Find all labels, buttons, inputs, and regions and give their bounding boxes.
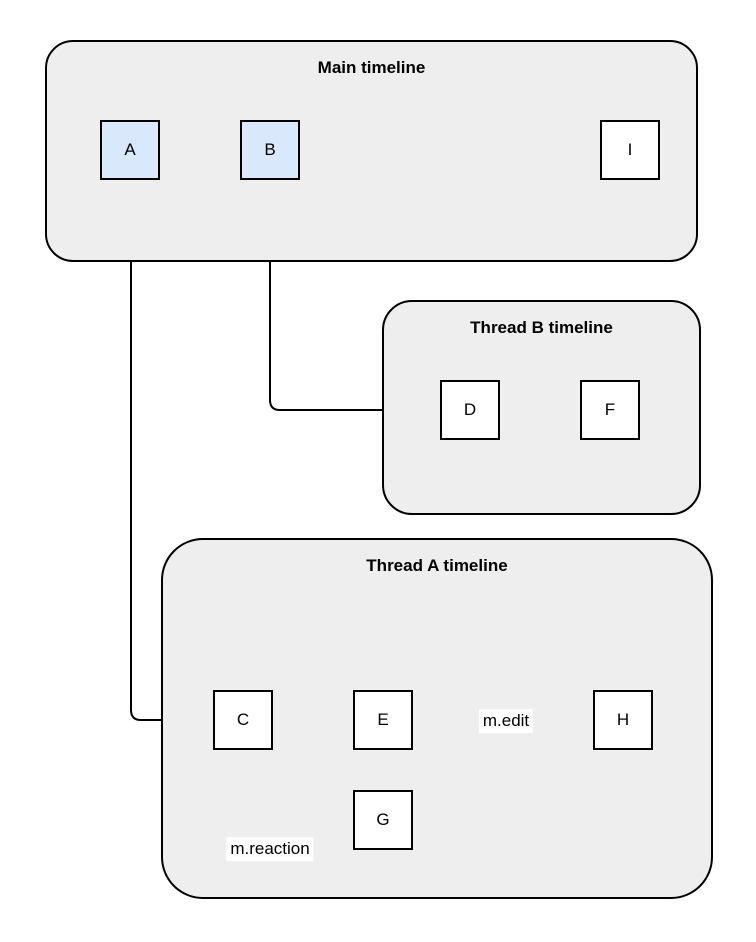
node-H: H <box>593 690 653 750</box>
node-label-C: C <box>236 710 250 729</box>
node-label-B: B <box>264 140 276 159</box>
node-C: C <box>213 690 273 750</box>
node-I: I <box>600 120 660 180</box>
node-A: A <box>100 120 160 180</box>
edge-label-m-edit: m.edit <box>478 709 534 733</box>
node-D: D <box>440 380 500 440</box>
node-label-I: I <box>627 140 633 159</box>
node-label-G: G <box>376 810 390 829</box>
node-F: F <box>580 380 640 440</box>
edge-label-m-reaction: m.reaction <box>226 837 314 861</box>
node-B: B <box>240 120 300 180</box>
container-title-thread-a-timeline: Thread A timeline <box>366 556 508 575</box>
node-label-D: D <box>463 400 477 419</box>
node-G: G <box>353 790 413 850</box>
container-title-main-timeline: Main timeline <box>317 58 426 77</box>
node-label-H: H <box>616 710 630 729</box>
node-label-A: A <box>124 140 136 159</box>
node-label-E: E <box>377 710 389 729</box>
container-thread-b-timeline: Thread B timeline <box>382 300 701 515</box>
node-E: E <box>353 690 413 750</box>
container-title-thread-b-timeline: Thread B timeline <box>470 318 613 337</box>
node-label-F: F <box>604 400 616 419</box>
